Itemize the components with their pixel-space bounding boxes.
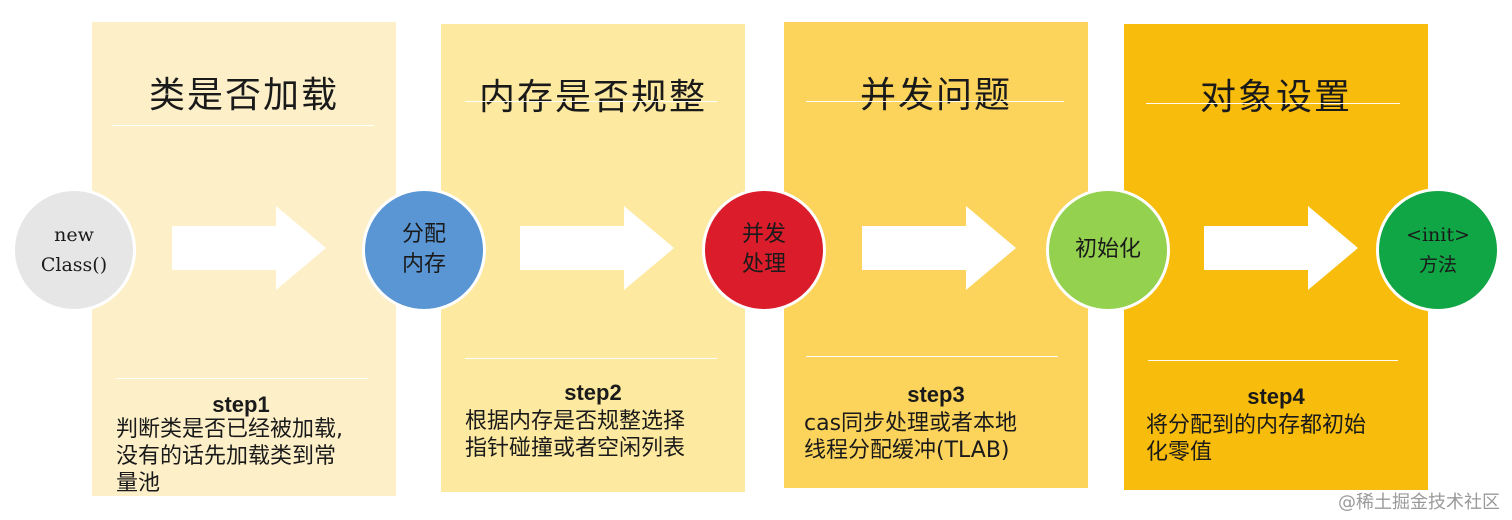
title-divider <box>806 101 1064 102</box>
node-initialize: 初始化 <box>1046 188 1170 312</box>
right-arrow-icon <box>1204 206 1358 290</box>
step-label-step1: step1 <box>212 392 270 417</box>
node-concurrency-handling: 并发 处理 <box>702 188 826 312</box>
node-label: 分配 内存 <box>401 222 446 277</box>
right-arrow-icon <box>172 206 326 290</box>
desc-line: 将分配到的内存都初始 <box>1146 413 1367 438</box>
title-divider <box>1146 103 1400 104</box>
panel-step3: 并发问题 step3 cas同步处理或者本地 线程分配缓冲(TLAB) <box>784 22 1088 488</box>
panel-title-step1: 类是否加载 <box>148 75 339 116</box>
desc-line: 没有的话先加载类到常 <box>116 444 337 469</box>
step-label-step4: step4 <box>1247 384 1305 409</box>
step-divider <box>116 378 368 379</box>
node-label: new Class() <box>40 224 108 276</box>
step-desc-step3: cas同步处理或者本地 线程分配缓冲(TLAB) <box>804 410 1017 464</box>
step-label-step2: step2 <box>564 380 622 405</box>
desc-line: 量池 <box>116 471 161 496</box>
right-arrow-icon <box>862 206 1016 290</box>
title-divider <box>112 125 374 126</box>
node-label: <init> 方法 <box>1406 224 1470 276</box>
title-divider <box>465 101 717 102</box>
step-desc-step4: 将分配到的内存都初始 化零值 <box>1146 412 1366 466</box>
step-divider <box>465 358 717 359</box>
desc-line: 指针碰撞或者空闲列表 <box>465 436 686 461</box>
step-divider <box>1148 360 1398 361</box>
node-new-class: new Class() <box>12 188 136 312</box>
desc-line: 线程分配缓冲(TLAB) <box>804 438 1010 463</box>
step-label-step3: step3 <box>907 382 965 407</box>
panel-title-step3: 并发问题 <box>859 75 1012 116</box>
desc-line: 判断类是否已经被加载, <box>116 417 343 442</box>
desc-line: cas同步处理或者本地 <box>804 411 1018 436</box>
desc-line: 化零值 <box>1146 440 1213 465</box>
panel-title-step4: 对象设置 <box>1199 77 1352 118</box>
desc-line: 根据内存是否规整选择 <box>465 409 686 434</box>
panel-title-step2: 内存是否规整 <box>478 77 707 118</box>
node-label: 初始化 <box>1074 237 1141 262</box>
right-arrow-icon <box>520 206 674 290</box>
watermark: @稀土掘金技术社区 <box>1338 492 1500 513</box>
node-label: 并发 处理 <box>741 222 786 277</box>
step-desc-step1: 判断类是否已经被加载, 没有的话先加载类到常 量池 <box>116 416 343 497</box>
step-desc-step2: 根据内存是否规整选择 指针碰撞或者空闲列表 <box>465 408 685 462</box>
panel-step1: 类是否加载 step1 判断类是否已经被加载, 没有的话先加载类到常 量池 <box>92 22 396 496</box>
node-init-method: <init> 方法 <box>1376 188 1500 312</box>
step-divider <box>806 356 1058 357</box>
node-allocate-memory: 分配 内存 <box>362 188 486 312</box>
